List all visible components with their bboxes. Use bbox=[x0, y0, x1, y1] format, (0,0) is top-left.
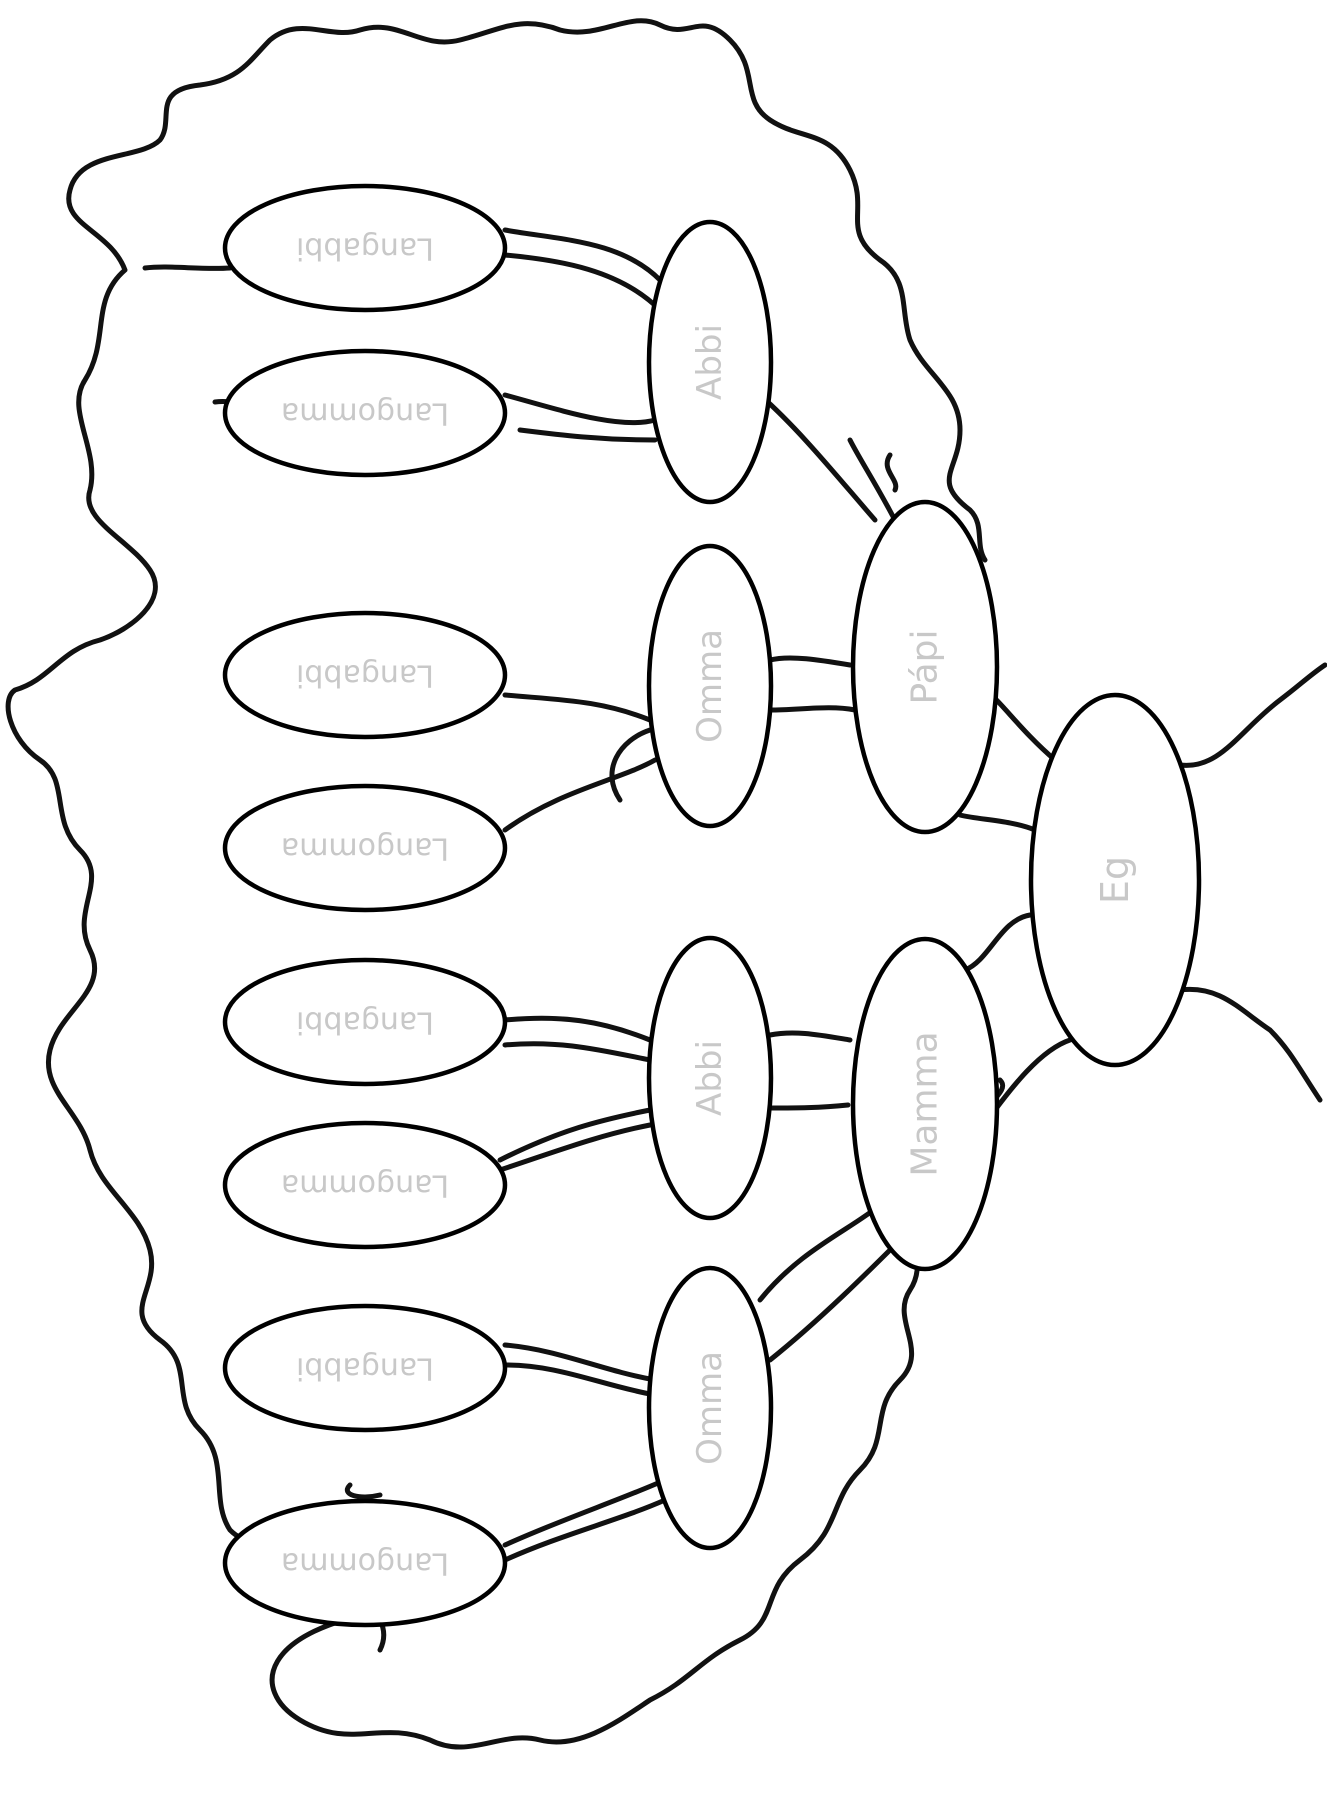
node-label: Langabbi bbox=[296, 658, 434, 693]
branch-gg4-d bbox=[505, 1500, 665, 1560]
branch-mother-mgm bbox=[760, 1205, 880, 1300]
branch-father-fgm bbox=[770, 658, 850, 665]
branch-gg3-a bbox=[505, 1018, 650, 1040]
branch-gg3-b bbox=[505, 1044, 650, 1060]
node-father-grandmother: Omma bbox=[649, 546, 771, 826]
twig-4 bbox=[347, 1485, 380, 1497]
node-gg-3-grandfather: Langabbi bbox=[225, 960, 505, 1084]
node-mother-grandmother: Omma bbox=[649, 1268, 771, 1548]
node-gg-2-grandfather: Langabbi bbox=[225, 613, 505, 737]
node-label: Langabbi bbox=[296, 1005, 434, 1040]
twig-top bbox=[145, 267, 230, 268]
branch-gg1-d bbox=[520, 430, 655, 440]
node-father-grandfather: Abbi bbox=[649, 222, 771, 502]
branch-gg4-c bbox=[505, 1480, 665, 1545]
branch-mother-mgf bbox=[770, 1033, 850, 1040]
node-gg-2-grandmother: Langomma bbox=[225, 786, 505, 910]
node-label: Abbi bbox=[690, 1040, 730, 1116]
branch-gg3-c bbox=[500, 1110, 650, 1160]
branch-self-mother bbox=[965, 915, 1030, 970]
branch-self-father-2 bbox=[960, 815, 1035, 830]
node-label: Langabbi bbox=[296, 231, 434, 266]
node-gg-4-grandmother: Langomma bbox=[225, 1501, 505, 1625]
node-label: Langomma bbox=[281, 1546, 449, 1581]
node-label: Abbi bbox=[690, 324, 730, 400]
node-label: Omma bbox=[690, 1351, 730, 1465]
branch-gg4-b bbox=[505, 1365, 655, 1395]
branch-gg1-c bbox=[505, 395, 655, 423]
node-gg-3-grandmother: Langomma bbox=[225, 1123, 505, 1247]
node-mother-grandfather: Abbi bbox=[649, 938, 771, 1218]
node-label: Langabbi bbox=[296, 1351, 434, 1386]
node-mother: Mamma bbox=[853, 939, 997, 1269]
branch-father-fgm-2 bbox=[770, 708, 855, 710]
branch-gg2-a bbox=[505, 695, 650, 720]
node-label: Langomma bbox=[281, 1168, 449, 1203]
twig-3 bbox=[887, 455, 896, 490]
node-label: Omma bbox=[690, 629, 730, 743]
node-gg-1-grandmother: Langomma bbox=[225, 351, 505, 475]
branch-mother-mgf-2 bbox=[770, 1105, 848, 1108]
branch-gg2-b bbox=[505, 760, 655, 830]
trunk-outline-bottom bbox=[1180, 989, 1320, 1100]
node-gg-1-grandfather: Langabbi bbox=[225, 186, 505, 310]
node-label: Mamma bbox=[905, 1031, 946, 1176]
node-label: Langomma bbox=[281, 831, 449, 866]
branch-mother-mgm-2 bbox=[770, 1240, 900, 1360]
node-label: Pápi bbox=[905, 629, 946, 704]
node-label: Eg bbox=[1093, 856, 1137, 904]
trunk-outline-top bbox=[1180, 665, 1325, 765]
branch-self-mother-2 bbox=[995, 1040, 1070, 1110]
node-gg-4-grandfather: Langabbi bbox=[225, 1306, 505, 1430]
node-father: Pápi bbox=[853, 502, 997, 832]
node-label: Langomma bbox=[281, 396, 449, 431]
node-self: Eg bbox=[1031, 695, 1199, 1065]
tree-canopy-outline bbox=[8, 21, 1003, 1747]
